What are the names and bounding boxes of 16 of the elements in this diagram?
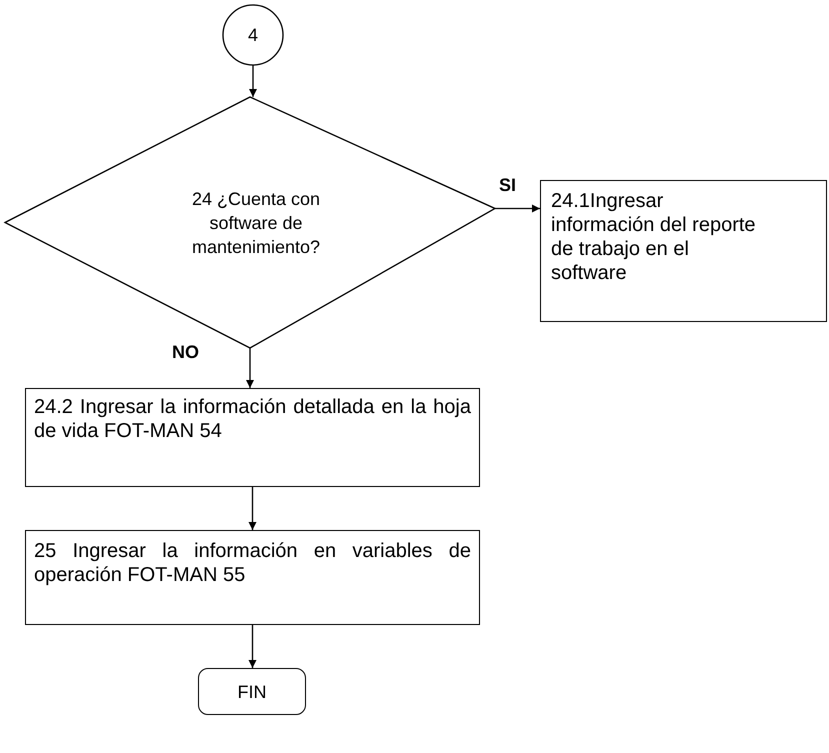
- arrow: [248, 487, 256, 530]
- arrow: [248, 625, 256, 668]
- process-box: [540, 180, 827, 322]
- step-text: FIN: [238, 680, 266, 704]
- connector-circle: [222, 4, 284, 66]
- arrow: [249, 65, 257, 97]
- arrow: [495, 204, 540, 212]
- connector-number: 4: [248, 24, 258, 47]
- terminal-box: [198, 668, 306, 715]
- process-box: [25, 388, 480, 487]
- arrow: [246, 348, 254, 388]
- question-text: 24 ¿Cuenta con software de mantenimiento?: [190, 188, 322, 258]
- step-text: 25 Ingresar la información en variables de operación FOT-MAN 55: [34, 539, 471, 587]
- process-box: [25, 530, 480, 625]
- step-text: 24.1Ingresar información del reporte de trabajo en el software: [551, 189, 757, 285]
- step-text: 24.2 Ingresar la información detallada en la hoja de vida FOT-MAN 54: [34, 395, 471, 443]
